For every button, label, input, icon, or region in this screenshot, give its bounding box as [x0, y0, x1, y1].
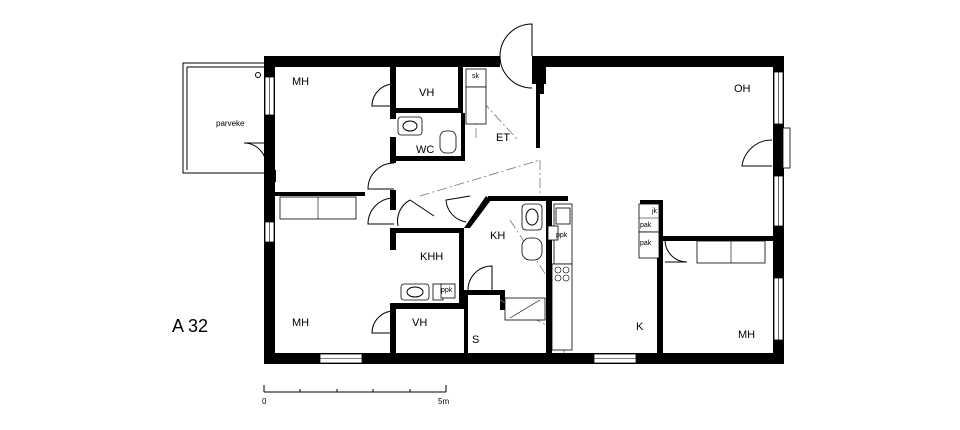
doors	[243, 23, 773, 334]
room-labels: MH VH WC ET OH KH KHH MH VH S K MH parve…	[216, 76, 755, 346]
fixture-labels: sk jk pak pak ppk ppk	[441, 73, 658, 294]
room-label-mh-top-left: MH	[292, 76, 309, 88]
room-label-vh-top: VH	[419, 87, 434, 99]
fixture-label-ppk-2: ppk	[441, 287, 453, 294]
windows	[264, 71, 791, 364]
room-label-kh: KH	[490, 230, 505, 242]
scale-start-label: 0	[262, 397, 267, 406]
room-label-mh-right: MH	[738, 329, 755, 341]
room-label-wc: WC	[416, 144, 434, 156]
balcony	[182, 62, 269, 174]
room-label-mh-bottom-left: MH	[292, 317, 309, 329]
room-label-parveke: parveke	[216, 119, 245, 128]
room-label-k: K	[636, 321, 644, 333]
apartment-id: A 32	[172, 316, 208, 336]
scale-end-label: 5m	[438, 397, 449, 406]
fixture-label-ppk-1: ppk	[556, 232, 568, 239]
room-label-khh: KHH	[420, 251, 443, 263]
fixture-label-pak-2: pak	[640, 240, 652, 247]
scale-bar: 0 5m	[262, 385, 449, 406]
room-label-s: S	[472, 334, 479, 346]
fixture-label-sk: sk	[472, 73, 480, 80]
fixture-label-jk: jk	[651, 208, 658, 215]
room-label-oh: OH	[734, 83, 751, 95]
interior-walls	[275, 67, 773, 353]
room-label-vh-bottom: VH	[412, 317, 427, 329]
fixtures	[279, 68, 766, 351]
fixture-label-pak-1: pak	[640, 222, 652, 229]
room-label-et: ET	[496, 132, 510, 144]
